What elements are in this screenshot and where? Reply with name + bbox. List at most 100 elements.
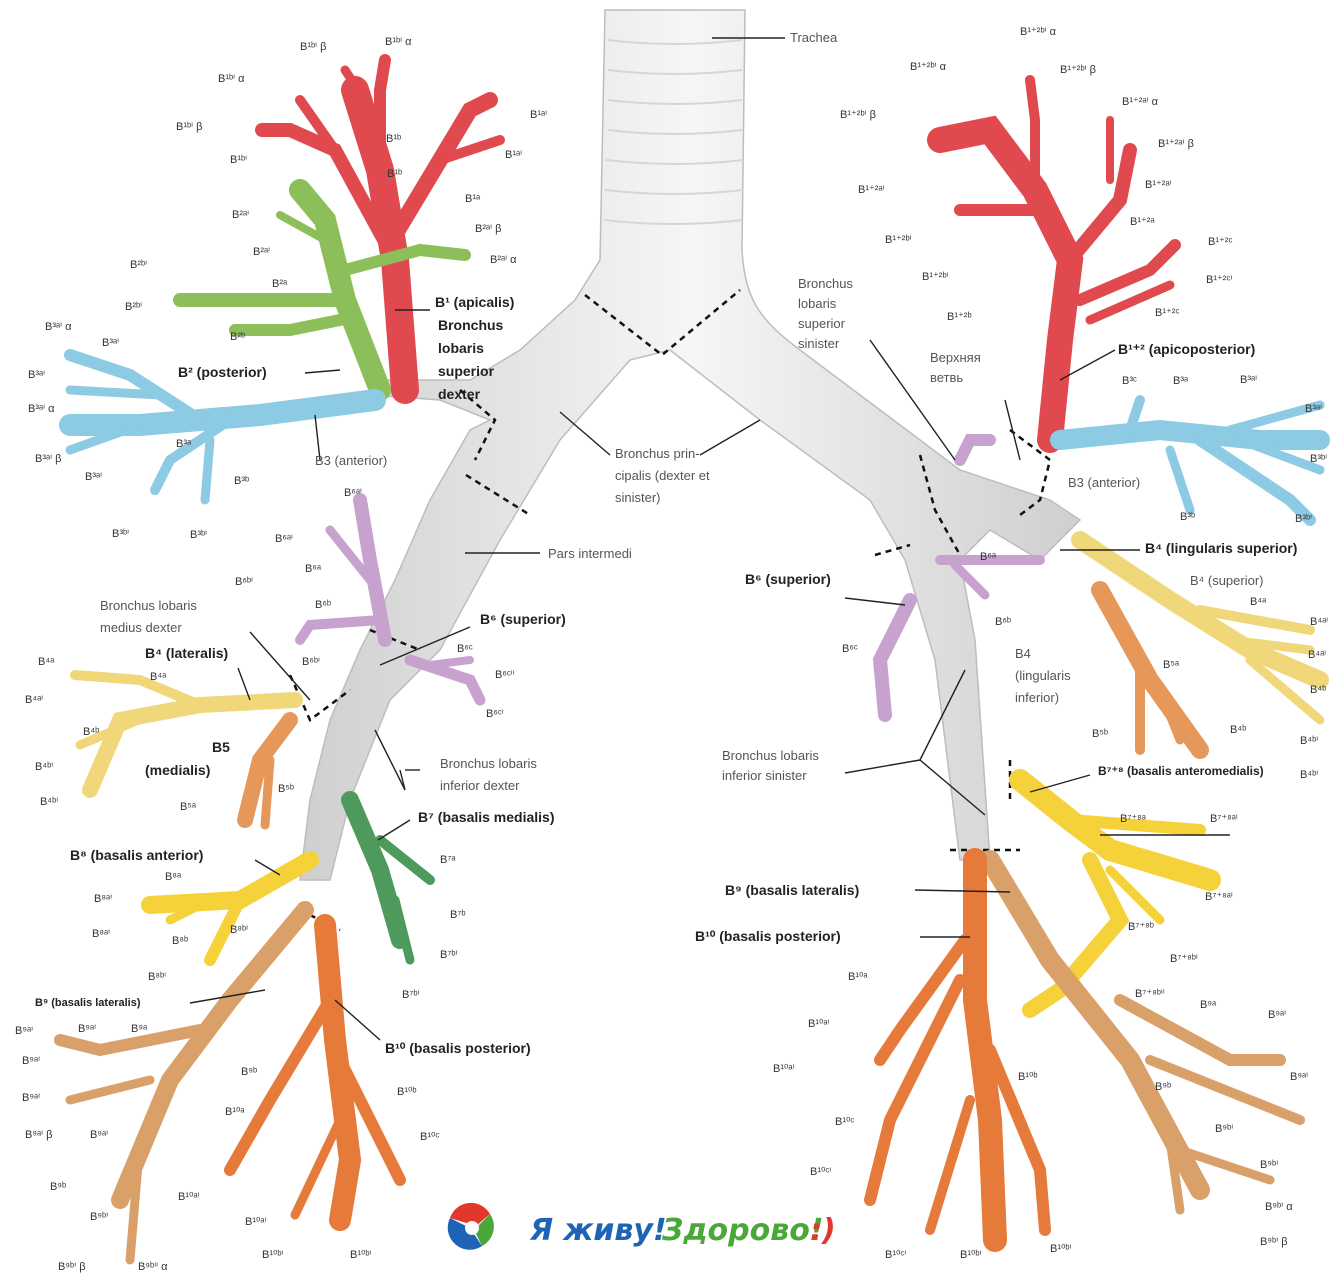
small-label: B³ᵇⁱ	[190, 529, 207, 541]
small-label: B⁷⁺⁸ᵇⁱ	[1170, 953, 1198, 965]
small-label: B³ᵇⁱ	[112, 528, 129, 540]
bronchus-lobaris-superior-dexter-label-1: Bronchus	[438, 317, 504, 333]
small-label: B⁴ᵃⁱ	[1310, 616, 1328, 628]
small-label: B⁹ᵇⁱ	[90, 1211, 108, 1223]
bronchus-lobaris-superior-sinister-label-4: sinister	[798, 336, 840, 351]
right-b9-basalis-lateralis-branch	[60, 910, 305, 1260]
b4-superior-small-label: B⁴ (superior)	[1190, 573, 1264, 588]
bronchus-lobaris-superior-sinister-label-2: lobaris	[798, 296, 837, 311]
small-label: B⁶ᵇ	[315, 599, 331, 611]
b12-apicoposterior-label: B¹⁺² (apicoposterior)	[1118, 341, 1255, 357]
small-label: B⁶ᵃ	[980, 551, 997, 563]
bronchus-lobaris-inferior-sinister-label-2: inferior sinister	[722, 768, 807, 783]
small-label: B⁸ᵇ	[172, 935, 188, 947]
bronchus-lobaris-inferior-sinister-label-1: Bronchus lobaris	[722, 748, 819, 763]
bronchus-lobaris-inferior-dexter-label-1: Bronchus lobaris	[440, 756, 537, 771]
small-label: B¹⁰ᶜⁱ	[810, 1166, 831, 1178]
small-label: B⁵ᵃ	[1163, 659, 1180, 671]
b4-lingularis-inferior-label-3: inferior)	[1015, 690, 1059, 705]
bronchus-principalis-label-2: cipalis (dexter et	[615, 468, 710, 483]
small-label: B¹⁰ᵇ	[397, 1086, 417, 1098]
small-label: B⁴ᵇⁱ	[40, 796, 58, 808]
small-label: B⁹ᵇⁱ α	[1265, 1201, 1293, 1213]
small-label: B⁹ᵃⁱ	[15, 1025, 33, 1037]
small-label: B¹⁰ᵇ	[1018, 1071, 1038, 1083]
bronchus-lobaris-medius-label-2: medius dexter	[100, 620, 182, 635]
small-label: B¹⁰ᵇⁱ	[262, 1249, 284, 1261]
small-label: B⁴ᵃⁱ	[25, 694, 43, 706]
small-label: B¹ᵇ	[387, 168, 402, 180]
small-label: B⁷⁺⁸ᵃⁱ	[1210, 813, 1238, 825]
small-label: B³ᵃⁱ α	[28, 403, 55, 415]
small-label: B⁸ᵇⁱ	[230, 924, 248, 936]
small-label: B¹ᵇⁱ α	[385, 36, 412, 48]
small-label: B¹ᵇⁱ α	[218, 73, 245, 85]
small-label: B⁶ᶜⁱⁱ	[495, 669, 515, 681]
small-label: B⁶ᵃⁱ	[344, 487, 362, 499]
b3-anterior-left-label: B3 (anterior)	[1068, 475, 1140, 490]
small-label: B⁹ᵃ	[131, 1023, 148, 1035]
small-label: B⁵ᵇ	[1092, 728, 1108, 740]
small-label: B⁷⁺⁸ᵃⁱ	[1205, 891, 1233, 903]
small-label: B³ᵃⁱ	[1240, 374, 1257, 386]
bronchus-principalis-label-1: Bronchus prin-	[615, 446, 700, 461]
small-label: B⁹ᵇⁱ β	[58, 1261, 86, 1273]
small-label: B³ᵃⁱ	[85, 471, 102, 483]
small-label: B⁹ᵇ	[241, 1066, 257, 1078]
right-b5-medialis-branch	[245, 720, 290, 825]
small-label: B⁹ᵇⁱ	[1215, 1123, 1233, 1135]
logo-icon	[448, 1203, 494, 1250]
small-label: B⁶ᵇⁱ	[235, 576, 253, 588]
b3-anterior-right-label: B3 (anterior)	[315, 453, 387, 468]
b2-posterior-label: B² (posterior)	[178, 364, 267, 380]
bronchus-principalis-label-3: sinister)	[615, 490, 661, 505]
bronchus-lobaris-superior-sinister-label-1: Bronchus	[798, 276, 853, 291]
small-label: B¹⁰ᵃ	[225, 1106, 245, 1118]
b5-medialis-label-2: (medialis)	[145, 762, 210, 778]
bronchus-lobaris-medius-label-1: Bronchus lobaris	[100, 598, 197, 613]
small-label: B⁴ᵇ	[1310, 684, 1326, 696]
left-b78-anteromedialis-branch	[1020, 780, 1210, 1010]
small-label: B¹⁰ᵇⁱ	[960, 1249, 982, 1261]
small-label: B¹⁺²ᵇⁱ β	[840, 109, 876, 121]
small-label: B¹⁺²ᵃⁱ	[1145, 179, 1172, 191]
small-label: B⁹ᵃⁱ	[1268, 1009, 1286, 1021]
small-label: B⁶ᶜⁱ	[486, 708, 504, 720]
bronchus-lobaris-superior-dexter-label-2: lobaris	[438, 340, 484, 356]
watermark-part1: Я живу!	[529, 1213, 667, 1248]
small-label: B³ᵃⁱ	[1305, 403, 1322, 415]
small-label: B⁹ᵇⁱ	[1260, 1159, 1278, 1171]
small-label: B¹⁰ᵃⁱ	[808, 1018, 830, 1030]
small-label: B³ᵇⁱ	[1295, 513, 1312, 525]
left-b12-apicoposterior-branch	[940, 80, 1175, 440]
small-label: B¹⁰ᵃⁱ	[773, 1063, 795, 1075]
small-label: B³ᵃⁱ	[102, 337, 119, 349]
small-label: B⁹ᵃⁱ	[1290, 1071, 1308, 1083]
b6-superior-left-label: B⁶ (superior)	[745, 571, 831, 587]
small-label: B⁷ᵇⁱ	[440, 949, 457, 961]
small-label: B⁵ᵃ	[180, 801, 197, 813]
small-label: B⁶ᵃⁱ	[275, 533, 293, 545]
watermark: Я живу! Здорово! :)	[448, 1203, 836, 1250]
small-label: B⁶ᶜ	[457, 643, 473, 655]
small-label: B²ᵃ	[272, 278, 288, 290]
small-label: B⁴ᵇⁱ	[1300, 735, 1318, 747]
small-label: B¹⁺²ᵇ	[947, 311, 972, 323]
small-label: B⁸ᵇⁱ	[148, 971, 166, 983]
b1-apicalis-label: B¹ (apicalis)	[435, 294, 514, 310]
small-label: B⁶ᵇ	[995, 616, 1011, 628]
small-label: B²ᵇ	[230, 331, 245, 343]
bronchus-lobaris-superior-sinister-label-3: superior	[798, 316, 846, 331]
small-label: B⁷ᵇ	[450, 909, 465, 921]
small-label: B¹⁰ᵇⁱ	[1050, 1243, 1072, 1255]
small-label: B⁷ᵃ	[440, 854, 456, 866]
small-label: B¹⁺²ᵇⁱ β	[1060, 64, 1096, 76]
watermark-part3: :)	[810, 1213, 836, 1248]
verkhnyaya-vetv-label-2: ветвь	[930, 370, 963, 385]
small-label: B⁹ᵃ	[1200, 999, 1217, 1011]
small-label: B⁴ᵃ	[1250, 596, 1267, 608]
b9-basalis-lateralis-right-label: B⁹ (basalis lateralis)	[35, 997, 141, 1009]
small-label: B⁴ᵇⁱ	[35, 761, 53, 773]
small-label: B³ᵃ	[176, 438, 192, 450]
small-label: B¹⁺²ᵃⁱ β	[1158, 138, 1194, 150]
